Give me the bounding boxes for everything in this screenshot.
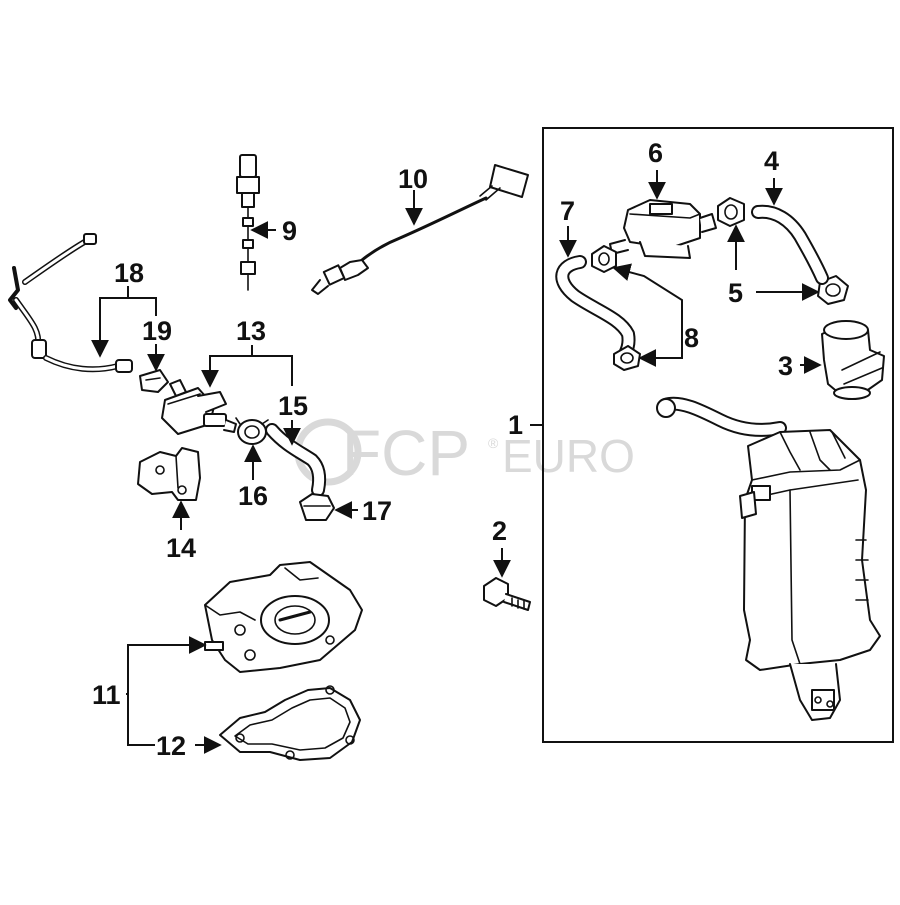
callout-7[interactable]: 7 bbox=[560, 196, 575, 226]
watermark-registered: ® bbox=[488, 435, 499, 451]
part-2-bolt[interactable] bbox=[483, 577, 531, 611]
part-3-filter[interactable] bbox=[821, 320, 885, 400]
callout-14[interactable]: 14 bbox=[166, 533, 196, 563]
callout-9[interactable]: 9 bbox=[282, 216, 297, 246]
callout-19[interactable]: 19 bbox=[142, 316, 172, 346]
part-1-canister[interactable] bbox=[656, 396, 881, 721]
callout-18[interactable]: 18 bbox=[114, 258, 144, 288]
callout-2[interactable]: 2 bbox=[492, 516, 507, 546]
callout-12[interactable]: 12 bbox=[156, 731, 186, 761]
part-12-gasket[interactable] bbox=[219, 685, 361, 761]
callout-8[interactable]: 8 bbox=[684, 323, 699, 353]
callout-15[interactable]: 15 bbox=[278, 391, 308, 421]
part-19-clip[interactable] bbox=[139, 369, 169, 393]
callout-labels: 1 2 3 4 5 6 7 8 9 10 11 12 13 14 15 16 1… bbox=[92, 138, 793, 761]
callout-16[interactable]: 16 bbox=[238, 481, 268, 511]
callout-3[interactable]: 3 bbox=[778, 351, 793, 381]
callout-10[interactable]: 10 bbox=[398, 164, 428, 194]
part-14-bracket[interactable] bbox=[137, 447, 201, 501]
part-13-purge-valve[interactable] bbox=[161, 379, 237, 435]
leader-lines bbox=[91, 170, 822, 754]
part-7-hose[interactable] bbox=[555, 255, 636, 363]
callout-4[interactable]: 4 bbox=[764, 146, 779, 176]
part-17-connector[interactable] bbox=[299, 493, 335, 521]
part-16-clamp[interactable] bbox=[235, 417, 269, 445]
part-5-clamp-upper[interactable] bbox=[717, 197, 745, 227]
callout-17[interactable]: 17 bbox=[362, 496, 392, 526]
part-8-clamp-lower[interactable] bbox=[613, 345, 641, 371]
part-10-oxygen-sensor[interactable] bbox=[311, 164, 529, 295]
watermark-suffix: EURO bbox=[502, 430, 635, 482]
part-8-clamp-upper[interactable] bbox=[591, 245, 617, 273]
watermark-brand: FCP bbox=[342, 417, 470, 489]
part-4-hose[interactable] bbox=[751, 204, 829, 285]
callout-11[interactable]: 11 bbox=[92, 680, 121, 710]
callout-1[interactable]: 1 bbox=[508, 410, 523, 440]
watermark: FCP ® EURO bbox=[294, 417, 635, 489]
assembly-frame bbox=[542, 127, 894, 743]
part-18-harness[interactable] bbox=[8, 233, 133, 373]
part-11-housing[interactable] bbox=[204, 561, 363, 673]
callout-6[interactable]: 6 bbox=[648, 138, 663, 168]
part-6-vent-valve[interactable] bbox=[609, 199, 717, 259]
callout-5[interactable]: 5 bbox=[728, 278, 743, 308]
part-9-sensor[interactable] bbox=[236, 154, 260, 291]
callout-13[interactable]: 13 bbox=[236, 316, 266, 346]
